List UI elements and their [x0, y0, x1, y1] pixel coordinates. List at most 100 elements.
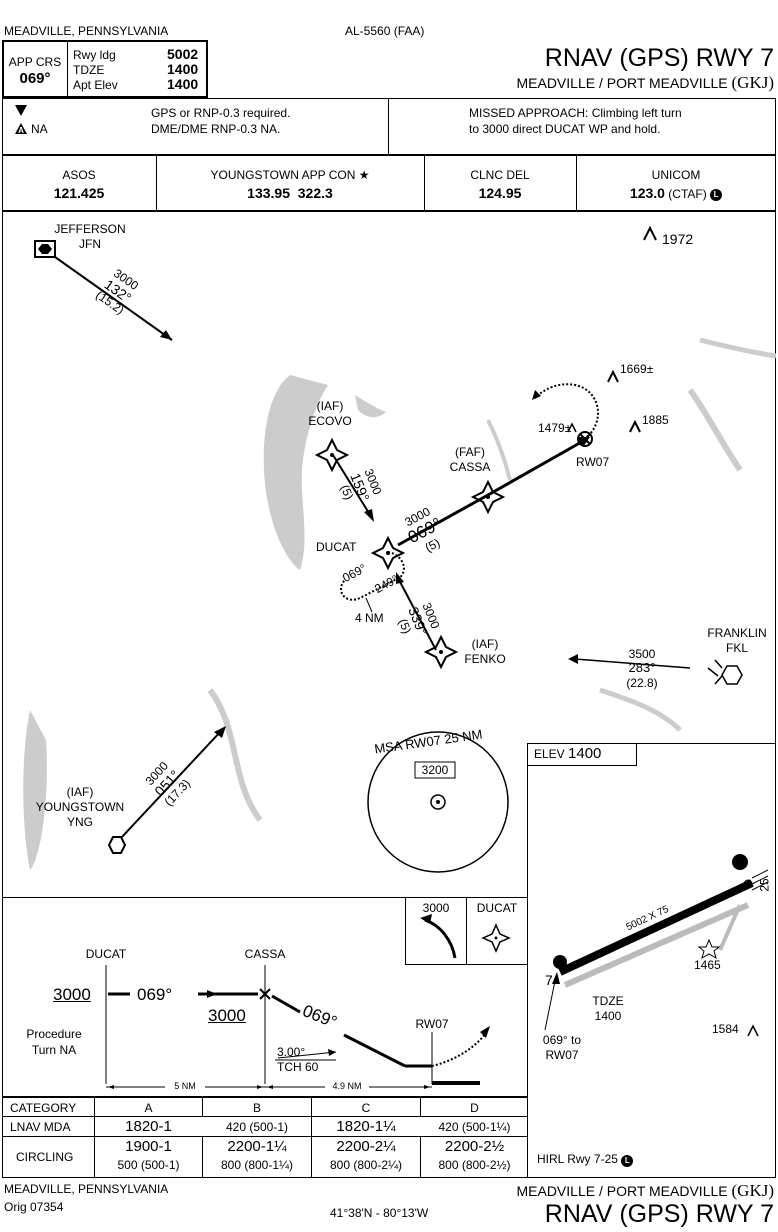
- lnav-ab-big: 1820-1: [125, 1118, 172, 1135]
- footer-airport-name: MEADVILLE / PORT MEADVILLE: [516, 1183, 728, 1199]
- category-label: CATEGORY: [10, 1101, 77, 1115]
- river-shape-5: [207, 688, 263, 822]
- minima-vline-2: [311, 1097, 312, 1178]
- franklin-route-crs: 283°: [628, 660, 656, 675]
- lake-shape-2: [355, 395, 386, 418]
- airport-course-line1: 069° to: [542, 1033, 582, 1047]
- obstacle-1669-icon: [607, 369, 619, 383]
- taxiway-connector: [718, 904, 742, 951]
- franklin-id: FKL: [725, 641, 748, 655]
- approach-data-box: [2, 40, 208, 98]
- missed-icon-alt: 3000: [422, 901, 450, 915]
- circling-d-big: 2200-2½: [444, 1138, 505, 1155]
- profile-rw07: RW07: [415, 1017, 449, 1031]
- procedure-turn-line1: Procedure: [26, 1027, 82, 1041]
- cassa-name: CASSA: [449, 460, 491, 474]
- minima-hline-2: [2, 1136, 528, 1137]
- missed-icon-box-2: [466, 897, 528, 965]
- ecovo-iaf: (IAF): [316, 399, 344, 413]
- missed-approach-line1: MISSED APPROACH: Climbing left turn: [469, 106, 682, 120]
- clnc-del-label: CLNC DEL: [470, 168, 530, 182]
- profile-alt-cassa: 3000: [208, 1006, 246, 1025]
- circling-b-small: 800 (800-1¼): [220, 1158, 294, 1172]
- circling-c-big: 2200-2¼: [336, 1138, 396, 1155]
- procedure-turn-line2: Turn NA: [31, 1043, 77, 1057]
- approach-lighting-icon: [751, 869, 769, 891]
- na-triangle-icon: A: [14, 122, 28, 141]
- descent-path-1: [271, 994, 301, 1014]
- circling-a-big: 1900-1: [125, 1138, 172, 1155]
- final-course-line-2: [487, 438, 586, 497]
- missed-icon-fix: DUCAT: [476, 901, 518, 915]
- footer-airport-id: (GKJ): [731, 1181, 775, 1200]
- elev-label: ELEV: [534, 747, 565, 761]
- msa-altitude: 3200: [421, 763, 449, 777]
- unicom-freq: 123.0: [629, 185, 665, 201]
- missed-approach-line2: to 3000 direct DUCAT WP and hold.: [469, 122, 661, 136]
- taxiway-parallel: [563, 902, 750, 988]
- apt-elev-value: 1400: [167, 76, 199, 92]
- jefferson-route-line: [54, 256, 173, 341]
- minima-vline-1b: [202, 1136, 203, 1178]
- runway-end-7-label: 7: [545, 972, 553, 988]
- fenko-iaf: (IAF): [471, 637, 499, 651]
- profile-ducat: DUCAT: [85, 947, 127, 961]
- na-label: NA: [31, 122, 48, 136]
- app-crs-label: APP CRS: [8, 55, 62, 69]
- ducat-waypoint-icon: [370, 535, 406, 571]
- footer-location: MEADVILLE, PENNSYLVANIA: [4, 1182, 169, 1196]
- cassa-faf-icon: [259, 988, 271, 1000]
- gpa-arrow: [277, 1051, 337, 1059]
- missed-approach-path: [534, 383, 599, 437]
- lnav-cd-big: 1820-1¼: [336, 1118, 396, 1135]
- clnc-del-freq: 124.95: [478, 185, 522, 201]
- profile-tch: TCH 60: [277, 1060, 319, 1074]
- category-a: A: [144, 1101, 153, 1115]
- jefferson-vor-icon: [34, 240, 56, 258]
- ducat-hold-icon: [481, 923, 511, 953]
- footer-coords: 41°38'N - 80°13'W: [330, 1206, 429, 1220]
- msa-alt-box: [414, 761, 456, 779]
- unicom-label: UNICOM: [651, 168, 701, 182]
- obstacle-1465-icon: [697, 938, 721, 960]
- cassa-faf: (FAF): [455, 445, 485, 459]
- profile-dist-1: 5 NM: [165, 1081, 205, 1092]
- lnav-ab-small: 420 (500-1): [225, 1120, 289, 1134]
- unicom-freq-row: 123.0 (CTAF) L: [576, 186, 776, 201]
- youngstown-name: YOUNGSTOWN: [35, 800, 125, 814]
- obstacle-1479-icon: [567, 422, 577, 433]
- asos-label: ASOS: [62, 168, 96, 182]
- elev-value: 1400: [568, 745, 602, 762]
- rw07-waypoint-icon: [577, 431, 593, 447]
- lighting-badge-icon: L: [621, 1155, 634, 1167]
- circling-d-small: 800 (800-2½): [438, 1158, 511, 1172]
- franklin-route-dist: (22.8): [626, 676, 658, 690]
- climbing-turn-icon: [424, 918, 457, 959]
- airport-name: MEADVILLE / PORT MEADVILLE: [516, 75, 728, 91]
- obstacle-1669-label: 1669±: [620, 362, 654, 376]
- profile-cassa: CASSA: [244, 947, 286, 961]
- franklin-route-line: [574, 658, 691, 669]
- minima-vline-3b: [420, 1136, 421, 1178]
- jefferson-name: JEFFERSON: [54, 222, 126, 236]
- header-location: MEADVILLE, PENNSYLVANIA: [4, 24, 169, 38]
- river-shape-2: [687, 388, 743, 472]
- fenko-route-line: [397, 577, 437, 651]
- comms-divider-3: [576, 155, 577, 211]
- gps-note-line1: GPS or RNP-0.3 required.: [151, 106, 291, 120]
- profile-dist-2: 4.9 NM: [325, 1081, 369, 1092]
- procedure-title: RNAV (GPS) RWY 7: [544, 44, 774, 72]
- youngstown-iaf: (IAF): [66, 785, 94, 799]
- lnav-label: LNAV MDA: [10, 1120, 71, 1134]
- footer-airport: MEADVILLE / PORT MEADVILLE (GKJ): [516, 1182, 774, 1200]
- footer-procedure-title: RNAV (GPS) RWY 7: [544, 1200, 774, 1228]
- footer-orig: Orig 07354: [4, 1200, 64, 1214]
- jefferson-id: JFN: [79, 237, 101, 251]
- airport-course-line2: RW07: [545, 1048, 579, 1062]
- obstacle-1885-label: 1885: [642, 413, 669, 427]
- category-b: B: [252, 1101, 261, 1115]
- profile-crs-1: 069°: [137, 985, 173, 1004]
- minima-hline-1: [2, 1116, 528, 1117]
